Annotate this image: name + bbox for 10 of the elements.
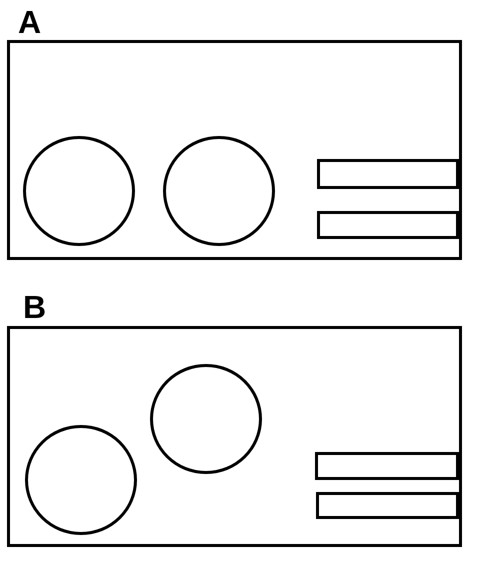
rectangle-outline bbox=[317, 159, 459, 189]
rectangle-outline bbox=[316, 492, 459, 519]
circle-outline bbox=[150, 364, 262, 474]
circle-outline bbox=[25, 425, 137, 535]
panel-label: B bbox=[23, 295, 46, 319]
rectangle-outline bbox=[315, 452, 459, 480]
rectangle-outline bbox=[317, 211, 459, 239]
panel-label: A bbox=[18, 10, 42, 34]
circle-outline bbox=[163, 136, 275, 246]
circle-outline bbox=[23, 136, 135, 246]
